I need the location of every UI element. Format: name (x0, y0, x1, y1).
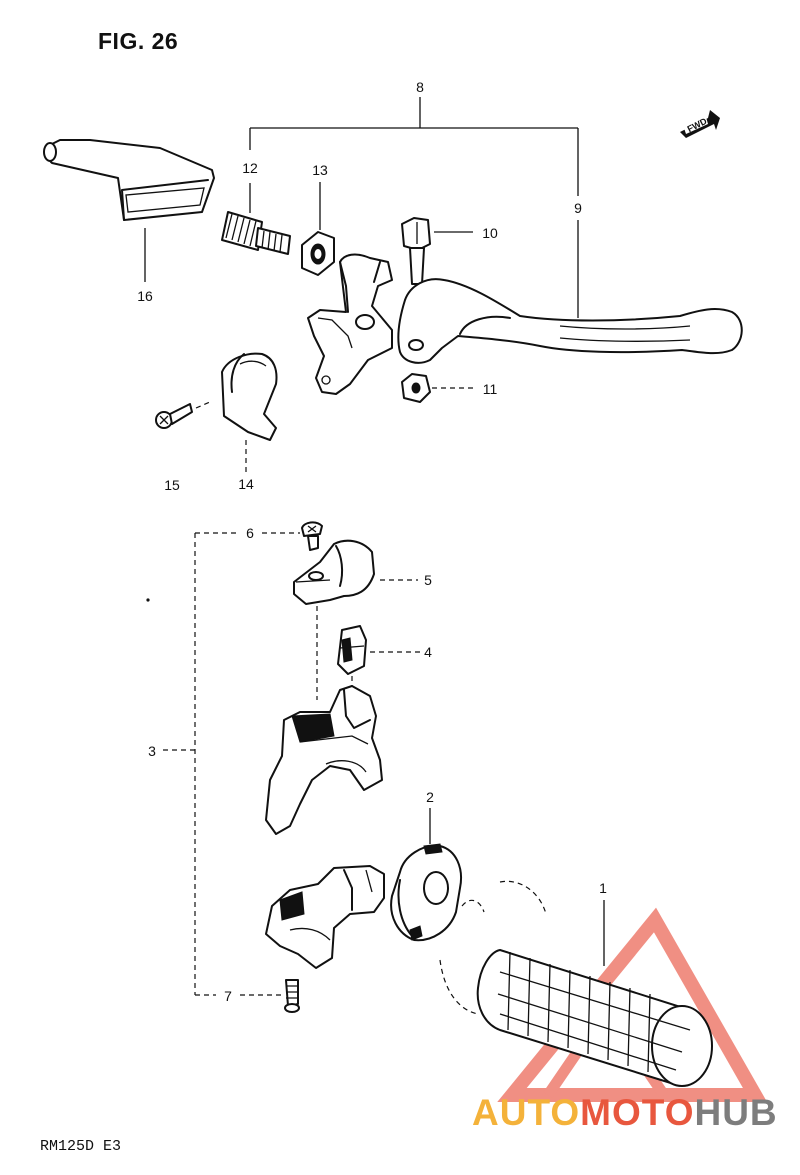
callout-13: 13 (312, 162, 328, 178)
figure-title: FIG. 26 (98, 28, 179, 54)
fwd-direction-arrow (680, 110, 720, 138)
callout-15: 15 (164, 477, 180, 493)
part-3-housing-lower (265, 865, 385, 969)
part-5-clamp-cover (293, 539, 375, 605)
leader-15a (195, 401, 211, 409)
watermark-auto: AUTO (472, 1092, 581, 1133)
callout-7: 7 (224, 988, 232, 1004)
model-code: RM125D E3 (40, 1138, 122, 1155)
part-12-adjuster-bolt (221, 211, 291, 255)
part-4-plate (337, 625, 367, 675)
callout-11: 11 (482, 381, 498, 397)
callout-14: 14 (238, 476, 254, 492)
callout-9: 9 (574, 200, 582, 216)
watermark-hub: HUB (694, 1092, 778, 1133)
part-1-grip (439, 880, 713, 1087)
callout-5: 5 (424, 572, 432, 588)
part-9-clutch-lever (397, 278, 743, 364)
callout-2: 2 (426, 789, 434, 805)
part-3-housing-upper (265, 685, 383, 835)
part-2-throttle-pulley (390, 843, 462, 942)
watermark-text: AUTOMOTOHUB (472, 1092, 778, 1134)
part-11-nut (401, 373, 431, 403)
callout-6: 6 (246, 525, 254, 541)
part-14-clamp (221, 352, 278, 441)
part-6-screw (301, 521, 323, 551)
scan-speck (146, 598, 150, 602)
callout-3: 3 (148, 743, 156, 759)
callout-10: 10 (482, 225, 498, 241)
part-15-screw (155, 403, 193, 429)
part-10-pivot-bolt (401, 217, 431, 285)
callout-12: 12 (242, 160, 258, 176)
part-13-lock-nut (301, 231, 335, 276)
part-16-lever-cover (43, 139, 215, 221)
bracket-8 (249, 97, 579, 318)
callout-16: 16 (137, 288, 153, 304)
callout-1: 1 (599, 880, 607, 896)
part-lever-holder (307, 253, 393, 395)
part-7-screw (284, 979, 300, 1013)
callout-8: 8 (416, 79, 424, 95)
callout-4: 4 (424, 644, 432, 660)
watermark-moto: MOTO (580, 1092, 695, 1133)
bracket-3 (163, 532, 300, 996)
